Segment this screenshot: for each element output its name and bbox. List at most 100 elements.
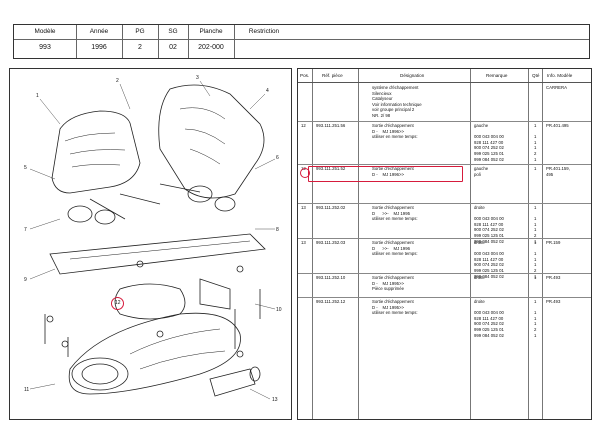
header-col-sep: [158, 25, 159, 58]
header-value-annee: 1996: [91, 44, 107, 51]
row-remarque: 999 025 125 01: [474, 233, 504, 238]
header-label-pg: PG: [135, 28, 145, 35]
row-info: PR.493: [546, 275, 561, 280]
row-qty: 1: [534, 299, 537, 304]
row-remarque: 900 074 252 02: [474, 145, 504, 151]
intro-line: NR. 2/ 98: [372, 113, 391, 118]
table-row-separator: [298, 297, 591, 298]
row-designation: Sortie d'échappement: [372, 299, 414, 304]
col-header-info: Info. Modèle: [547, 73, 573, 78]
svg-text:8: 8: [276, 227, 279, 233]
header-label-sg: SG: [168, 28, 178, 35]
row-qty: 1: [534, 332, 537, 338]
row-designation: D >>- MJ 1995: [372, 210, 410, 216]
row-qty: 1: [534, 166, 537, 171]
row-qty: 1: [534, 240, 537, 245]
table-col-sep: [312, 69, 313, 419]
table-col-sep: [358, 69, 359, 419]
header-col-sep: [188, 25, 189, 58]
heat-shield-outline: [49, 233, 266, 275]
diagram-callout-label: 12: [115, 300, 121, 306]
row-qty: 1: [534, 145, 537, 151]
row-designation: Sortie d'échappement: [372, 275, 414, 280]
row-qty: 1: [534, 321, 537, 327]
row-remarque: 999 084 052 02: [474, 273, 504, 279]
heat-exchanger-right-outline: [158, 84, 265, 199]
intro-line: Voir information technique: [372, 101, 422, 107]
row-remarque: droite: [474, 240, 485, 245]
table-col-sep: [470, 69, 471, 419]
header-value-restriction: [234, 44, 294, 51]
row-remarque: 999 025 125 01: [474, 268, 504, 273]
row-qty: 1: [534, 256, 537, 262]
row-ref: 993.111.251.52: [316, 166, 346, 171]
row-designation: D - MJ 1996>>: [372, 128, 405, 134]
row-qty: 2: [534, 268, 537, 273]
row-remarque: droite: [474, 205, 485, 210]
parts-table: Pos. Réf. pièce Désignation Remarque Qté…: [297, 68, 592, 420]
diagram-callout-circle: [111, 297, 124, 310]
table-col-sep: [528, 69, 529, 419]
row-remarque: gauche: [474, 123, 489, 128]
row-qty: 1: [534, 238, 537, 244]
intro-line: Silencieux: [372, 90, 392, 96]
row-info: PR.159: [546, 240, 561, 245]
table-row-separator: [298, 164, 591, 165]
muffler-left-outline: [51, 110, 141, 194]
row-designation: D - MJ 1995>>: [372, 304, 405, 310]
row-ref: 993.111.252.03: [316, 240, 346, 245]
header-label-annee: Année: [89, 28, 109, 35]
header-label-restriction: Restriction: [248, 28, 280, 35]
row-remarque: 900 074 252 02: [474, 227, 504, 233]
row-qty: 2: [534, 327, 537, 332]
row-qty: 1: [534, 156, 537, 162]
col-header-remarque: Remarque: [486, 73, 508, 78]
svg-text:3: 3: [196, 75, 199, 81]
row-designation: utiliser en meme temps:: [372, 251, 418, 257]
highlighted-pos-circle: [300, 168, 310, 178]
row-remarque: 000 043 004 00: [474, 216, 504, 222]
row-designation: utiliser en meme temps:: [372, 216, 418, 222]
row-pos: 12: [301, 123, 306, 128]
row-remarque: 928 111 427 00: [474, 256, 504, 262]
svg-text:1: 1: [36, 93, 39, 99]
col-header-designation: Désignation: [400, 73, 425, 78]
row-remarque: 000 043 004 00: [474, 134, 504, 140]
header-info-box: Modèle Année PG SG Planche Restriction 9…: [13, 24, 590, 59]
rear-muffler-outline: [68, 312, 241, 395]
row-qty: 1: [534, 315, 537, 321]
header-col-sep: [76, 25, 77, 58]
table-col-sep: [542, 69, 543, 419]
row-info: PR.493: [546, 299, 561, 304]
svg-text:6: 6: [276, 155, 279, 161]
intro-model: CARRERA: [546, 85, 568, 90]
row-designation: D - MJ 1995>>: [372, 280, 405, 286]
header-label-planche: Planche: [199, 28, 223, 35]
row-designation: utiliser en meme temps:: [372, 134, 418, 140]
row-info: PR.401.495: [546, 123, 569, 128]
row-qty: 2: [534, 233, 537, 238]
row-remarque: 999 084 052 02: [474, 332, 504, 338]
svg-text:13: 13: [272, 397, 278, 403]
row-designation: Pièce supprimée: [372, 286, 405, 292]
header-labels: Modèle Année PG SG Planche Restriction: [14, 28, 589, 35]
highlighted-row-box: [308, 166, 463, 182]
svg-text:10: 10: [276, 307, 282, 313]
row-remarque: 999 025 125 01: [474, 327, 504, 332]
row-qty: 1: [534, 251, 537, 257]
row-remarque: 900 074 252 02: [474, 321, 504, 327]
svg-text:5: 5: [24, 165, 27, 171]
header-value-modele: 993: [39, 44, 51, 51]
table-row-separator: [298, 121, 591, 122]
row-remarque: 900 074 252 02: [474, 262, 504, 268]
table-row-separator: [298, 203, 591, 204]
svg-text:9: 9: [24, 277, 27, 283]
row-remarque: gauche: [474, 166, 489, 171]
row-remarque: droite: [474, 299, 485, 304]
svg-text:11: 11: [24, 387, 29, 393]
row-info: 495: [546, 171, 554, 177]
row-remarque: 928 111 427 00: [474, 221, 504, 227]
row-designation: D >>- MJ 1996: [372, 245, 410, 251]
